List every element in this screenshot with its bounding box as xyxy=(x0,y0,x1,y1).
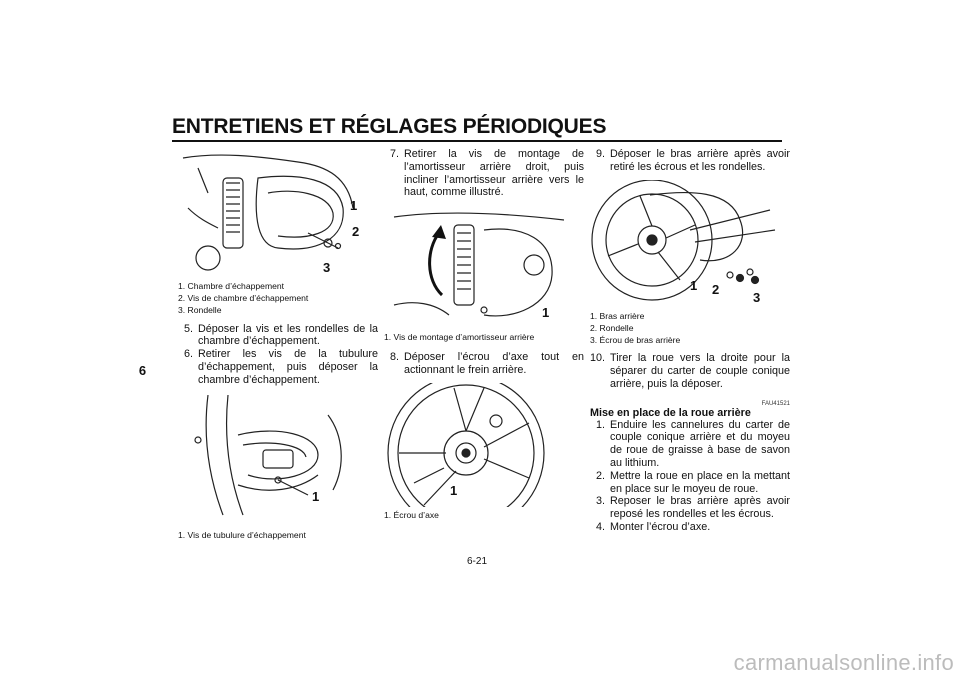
figure-rear-shock: 1 xyxy=(384,205,580,329)
legend-item: 2. Vis de chambre d’échappement xyxy=(178,293,309,304)
legend-item: 1. Écrou d’axe xyxy=(384,509,439,520)
column-1: 1 2 3 1. Chambre d’échappement 2. Vis de… xyxy=(178,148,378,541)
header-rule xyxy=(172,140,782,142)
figure-legend: 1. Vis de montage d’amortisseur arrière xyxy=(384,331,584,343)
step-list: 1.Enduire les cannelures du carter de co… xyxy=(590,419,790,534)
callout-1: 1 xyxy=(350,198,358,213)
step-item: 5.Déposer la vis et les rondelles de la … xyxy=(184,322,378,348)
reference-code: FAU41521 xyxy=(761,400,790,407)
section-heading: Mise en place de la roue arrière xyxy=(590,406,751,419)
legend-item: 3. Rondelle xyxy=(178,305,222,316)
step-item: 2.Mettre la roue en place en la mettant … xyxy=(596,469,790,495)
figure-legend: 1. Chambre d’échappement 2. Vis de chamb… xyxy=(178,280,378,317)
legend-item: 3. Écrou de bras arrière xyxy=(590,335,681,345)
step-item: 6.Retirer les vis de la tubulure d’échap… xyxy=(184,348,378,386)
step-list: 7.Retirer la vis de montage de l’amortis… xyxy=(384,148,584,199)
exhaust-chamber-illustration xyxy=(182,154,354,271)
figure-swingarm: 1 2 3 xyxy=(590,179,786,308)
step-item: 7.Retirer la vis de montage de l’amortis… xyxy=(390,148,584,199)
figure-legend: 1. Vis de tubulure d’échappement xyxy=(178,529,378,541)
callout-2: 2 xyxy=(352,224,360,239)
callout-1: 1 xyxy=(542,305,550,321)
step-list: 9.Déposer le bras arrière après avoir re… xyxy=(590,148,790,174)
figure-legend: 1. Écrou d’axe xyxy=(384,509,584,521)
legend-item: 1. Vis de montage d’amortisseur arrière xyxy=(384,332,535,343)
legend-item: 1. Bras arrière xyxy=(590,310,645,321)
chapter-number: 6 xyxy=(138,363,147,378)
legend-item: 2. Rondelle xyxy=(590,322,634,333)
step-item: 10.Tirer la roue vers la droite pour la … xyxy=(590,352,790,390)
figure-axle-nut: 1 xyxy=(384,382,580,507)
page-title: ENTRETIENS ET RÉGLAGES PÉRIODIQUES xyxy=(172,115,607,138)
watermark-link[interactable]: carmanualsonline.info xyxy=(733,650,954,675)
step-item: 9.Déposer le bras arrière après avoir re… xyxy=(596,148,790,173)
step-item: 4.Monter l’écrou d’axe. xyxy=(596,520,711,533)
step-list: 10.Tirer la roue vers la droite pour la … xyxy=(590,352,790,390)
column-2: 7.Retirer la vis de montage de l’amortis… xyxy=(384,148,584,521)
step-item: 3.Reposer le bras arrière après avoir re… xyxy=(596,495,790,521)
column-3: 9.Déposer le bras arrière après avoir re… xyxy=(590,148,790,534)
callout-1: 1 xyxy=(312,488,320,504)
step-list: 5.Déposer la vis et les rondelles de la … xyxy=(178,323,378,387)
callout-1: 1 xyxy=(450,482,458,498)
callout-1: 1 xyxy=(690,277,698,293)
legend-item: 1. Chambre d’échappement xyxy=(178,281,285,291)
figure-legend: 1. Bras arrière 2. Rondelle 3. Écrou de … xyxy=(590,310,790,347)
callout-3: 3 xyxy=(323,260,331,275)
figure-exhaust-chamber: 1 2 3 xyxy=(178,148,374,278)
callout-2: 2 xyxy=(712,281,720,297)
swingarm-illustration xyxy=(591,179,776,301)
step-item: 8.Déposer l’écrou d’axe tout en actionna… xyxy=(390,351,584,377)
rear-shock-illustration xyxy=(393,212,565,317)
step-item: 1.Enduire les cannelures du carter de co… xyxy=(596,418,790,469)
axle-nut-illustration xyxy=(387,382,545,507)
exhaust-pipe-illustration xyxy=(194,394,342,515)
page-number: 6-21 xyxy=(467,556,488,567)
chapter-tab: 6 xyxy=(130,354,155,388)
callout-3: 3 xyxy=(753,289,761,305)
legend-item: 1. Vis de tubulure d’échappement xyxy=(178,529,306,540)
step-list: 8.Déposer l’écrou d’axe tout en actionna… xyxy=(384,351,584,377)
figure-exhaust-pipe: 1 xyxy=(178,394,374,527)
